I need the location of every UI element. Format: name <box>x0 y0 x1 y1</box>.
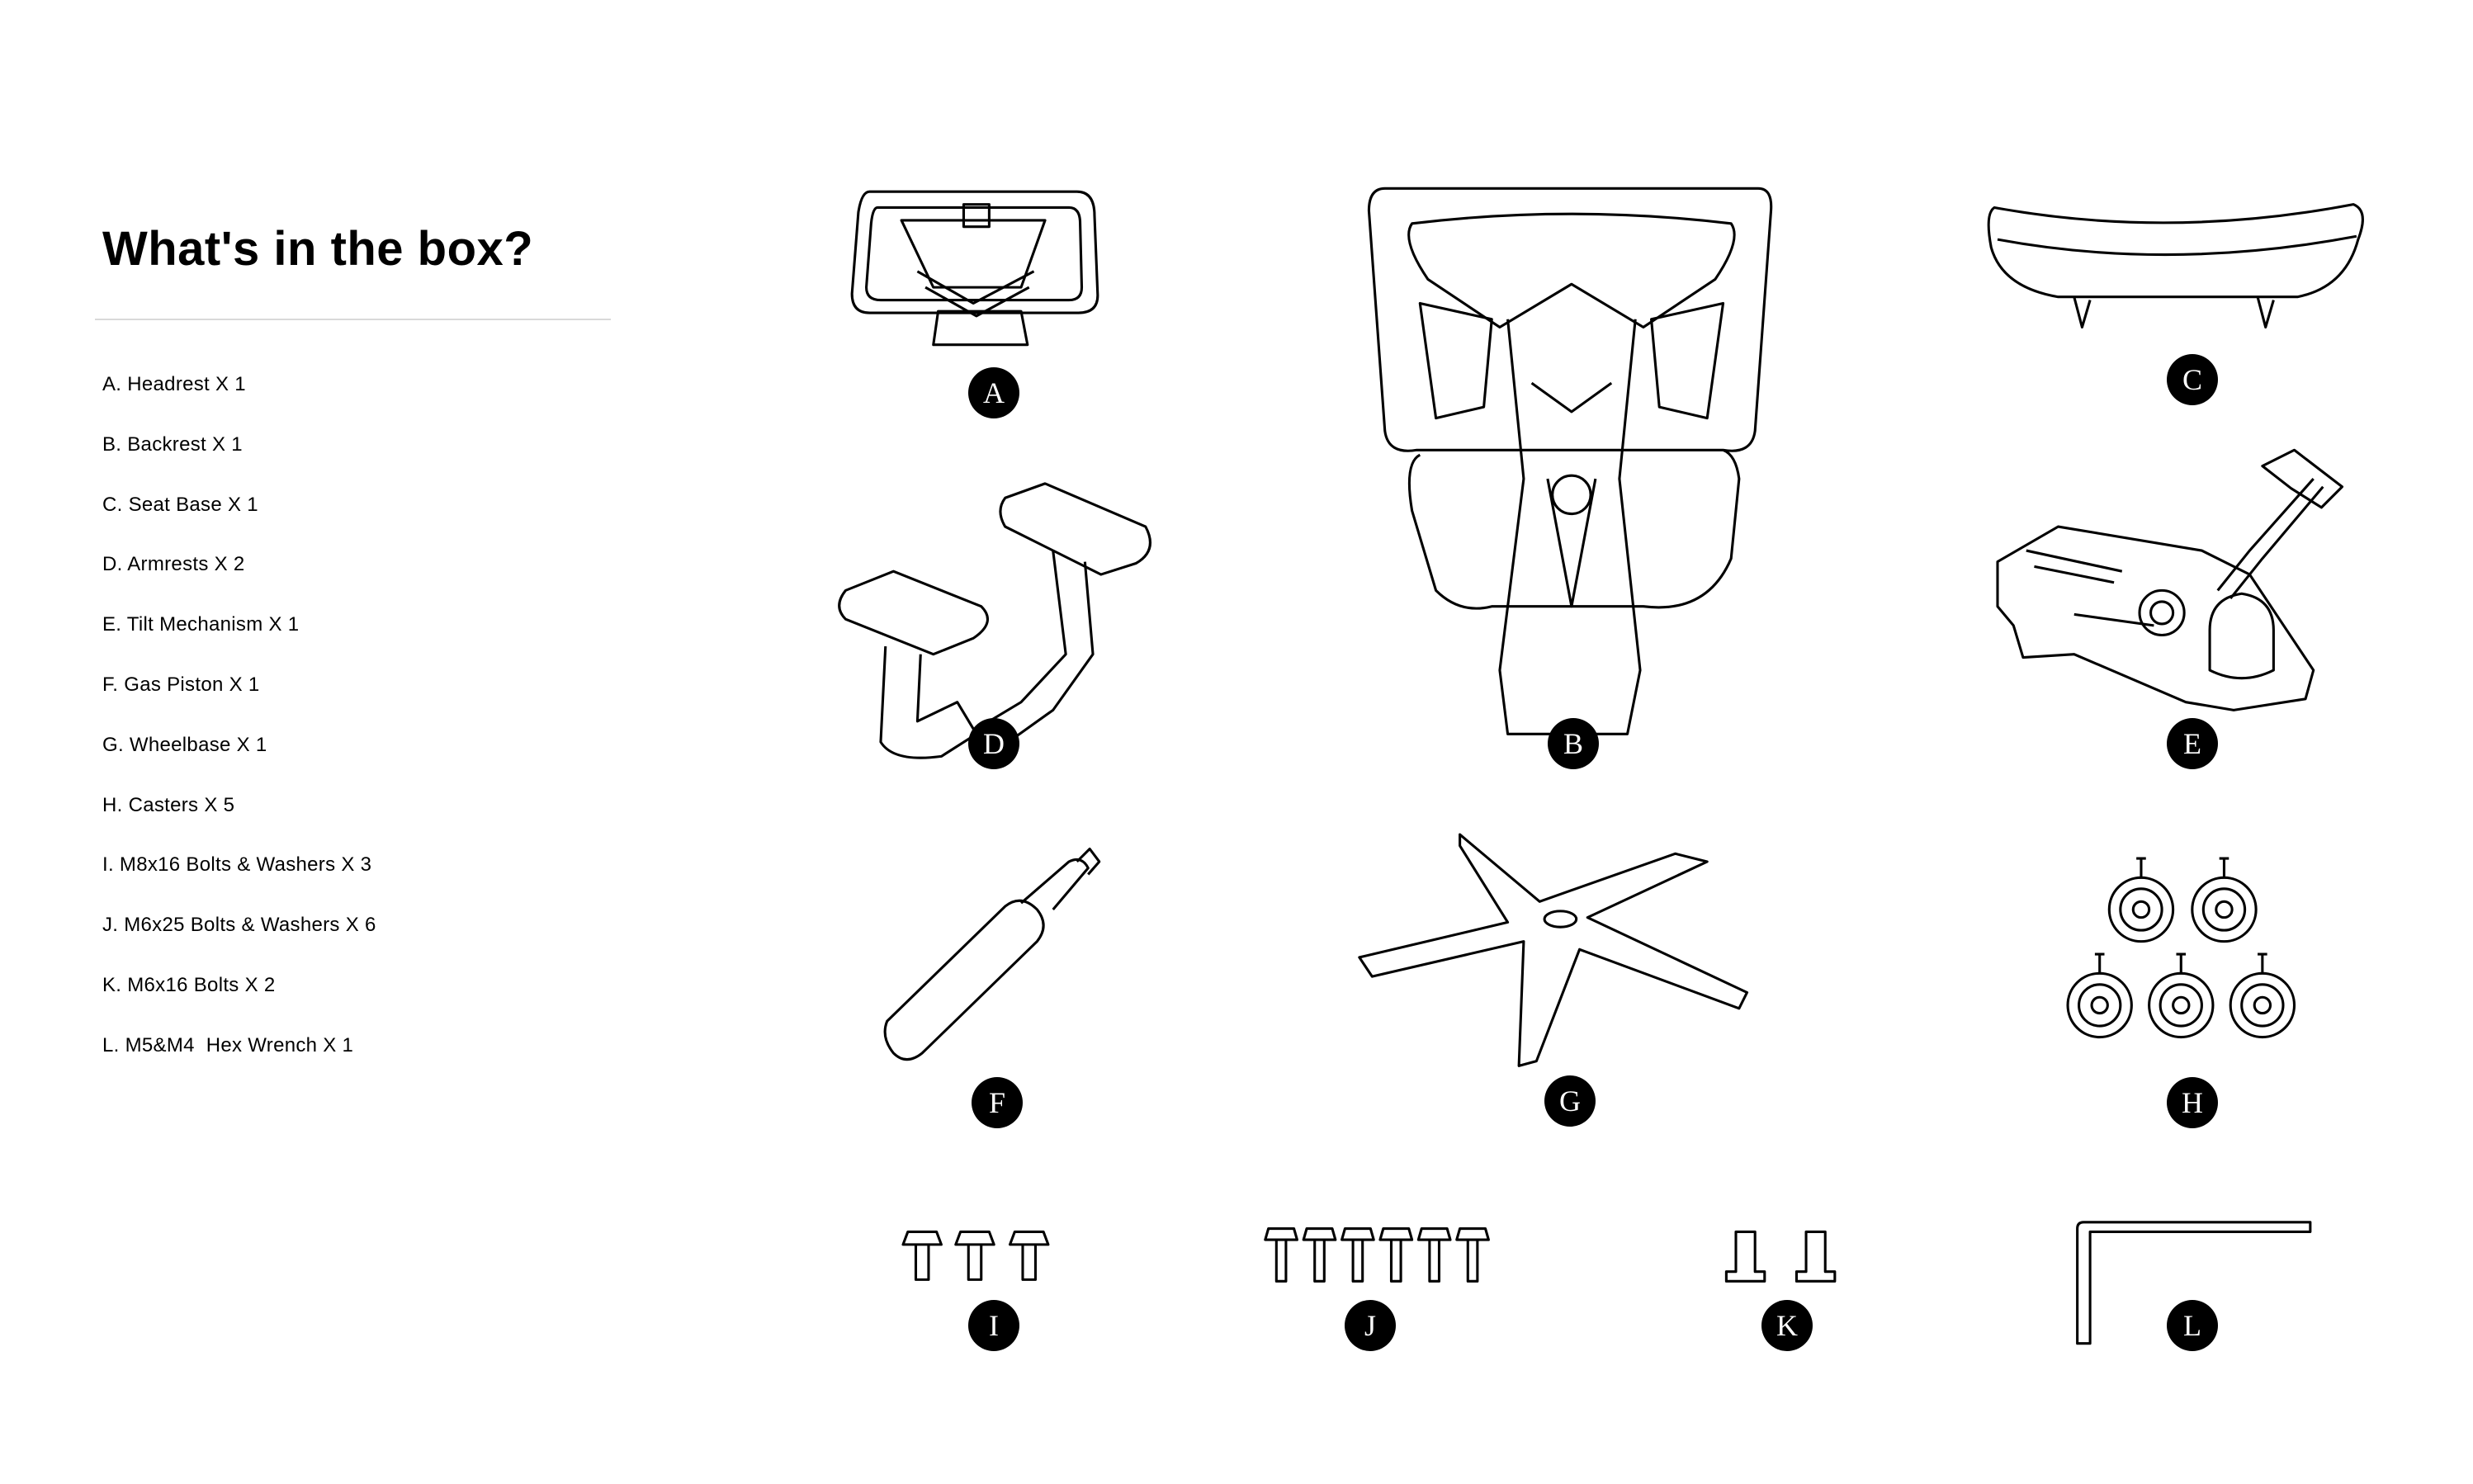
badge-j: J <box>1345 1300 1396 1351</box>
page-title: What's in the box? <box>102 222 534 276</box>
armrests-illustration <box>838 482 1151 759</box>
list-item: G. Wheelbase X 1 <box>102 733 267 756</box>
casters-illustration <box>2066 857 2296 1039</box>
seat-base-illustration <box>1987 203 2364 328</box>
hex-wrench-illustration <box>2076 1221 2312 1345</box>
badge-b: B <box>1548 718 1599 769</box>
badge-h: H <box>2167 1077 2218 1128</box>
badge-g: G <box>1544 1075 1596 1127</box>
divider <box>95 319 611 320</box>
list-item: J. M6x25 Bolts & Washers X 6 <box>102 914 376 937</box>
badge-i: I <box>968 1300 1019 1351</box>
list-item: F. Gas Piston X 1 <box>102 673 260 696</box>
badge-c: C <box>2167 354 2218 405</box>
list-item: B. Backrest X 1 <box>102 432 243 456</box>
badge-e: E <box>2167 718 2218 769</box>
badge-d: D <box>968 718 1019 769</box>
wheelbase-illustration <box>1358 833 1749 1067</box>
badge-l: L <box>2167 1300 2218 1351</box>
list-item: K. M6x16 Bolts X 2 <box>102 973 276 996</box>
list-item: H. Casters X 5 <box>102 793 235 816</box>
list-item: A. Headrest X 1 <box>102 373 246 395</box>
gas-piston-illustration <box>883 847 1101 1061</box>
headrest-illustration <box>850 190 1099 347</box>
list-item: D. Armrests X 2 <box>102 553 245 576</box>
badge-a: A <box>968 367 1019 418</box>
backrest-illustration <box>1367 187 1773 735</box>
m8x16-bolts-illustration <box>901 1230 1050 1281</box>
badge-f: F <box>972 1077 1023 1128</box>
list-item: L. M5&M4 Hex Wrench X 1 <box>102 1033 354 1056</box>
badge-k: K <box>1761 1300 1813 1351</box>
list-item: C. Seat Base X 1 <box>102 493 258 516</box>
list-item: E. Tilt Mechanism X 1 <box>102 613 300 636</box>
tilt-mechanism-illustration <box>1996 448 2344 711</box>
m6x25-bolts-illustration <box>1264 1226 1490 1283</box>
list-item: I. M8x16 Bolts & Washers X 3 <box>102 853 372 877</box>
parts-list: A. Headrest X 1 B. Backrest X 1 C. Seat … <box>102 372 376 1094</box>
m6x16-bolts-illustration <box>1724 1230 1837 1283</box>
